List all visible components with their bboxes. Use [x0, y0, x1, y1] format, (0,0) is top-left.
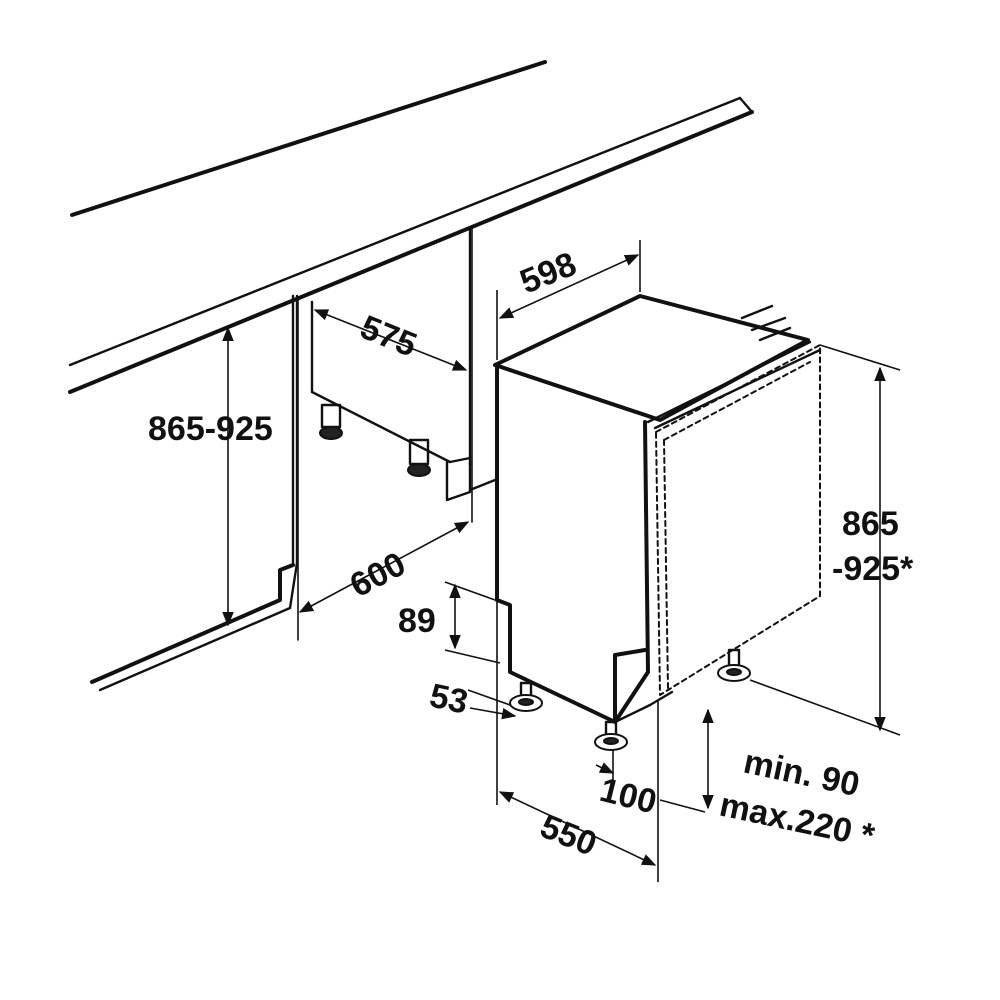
left-cabinet [90, 294, 299, 692]
label-89: 89 [398, 602, 436, 640]
label-53: 53 [426, 677, 471, 722]
label-100: 100 [596, 771, 660, 822]
label-550: 550 [535, 807, 602, 863]
cavity-feet [319, 403, 431, 477]
label-600: 600 [344, 545, 412, 605]
label-598: 598 [515, 245, 582, 301]
label-865: 865 [842, 505, 899, 543]
dimension-lines [222, 240, 901, 882]
label-865-925: 865-925 [148, 410, 273, 448]
label-575: 575 [355, 308, 422, 364]
cavity-walls [297, 226, 497, 641]
worktop [68, 60, 792, 394]
dishwasher-feet [509, 648, 751, 751]
label-925-star: -925* [832, 550, 914, 588]
dishwasher-body [493, 294, 822, 724]
